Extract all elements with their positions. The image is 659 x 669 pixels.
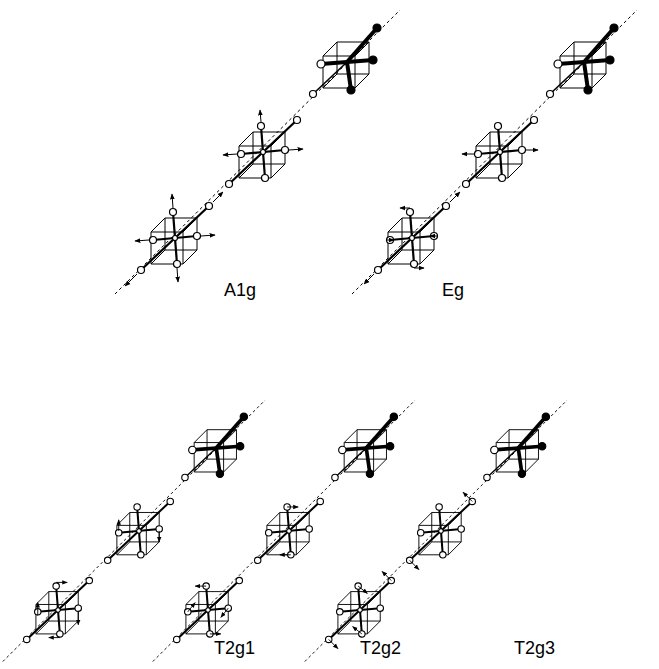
mode-label: T2g2 [358, 638, 403, 658]
mode-label: Eg [440, 280, 466, 300]
mode-label: T2g3 [512, 638, 557, 658]
mode-label: A1g [222, 280, 258, 300]
mode-label: T2g1 [212, 638, 257, 658]
